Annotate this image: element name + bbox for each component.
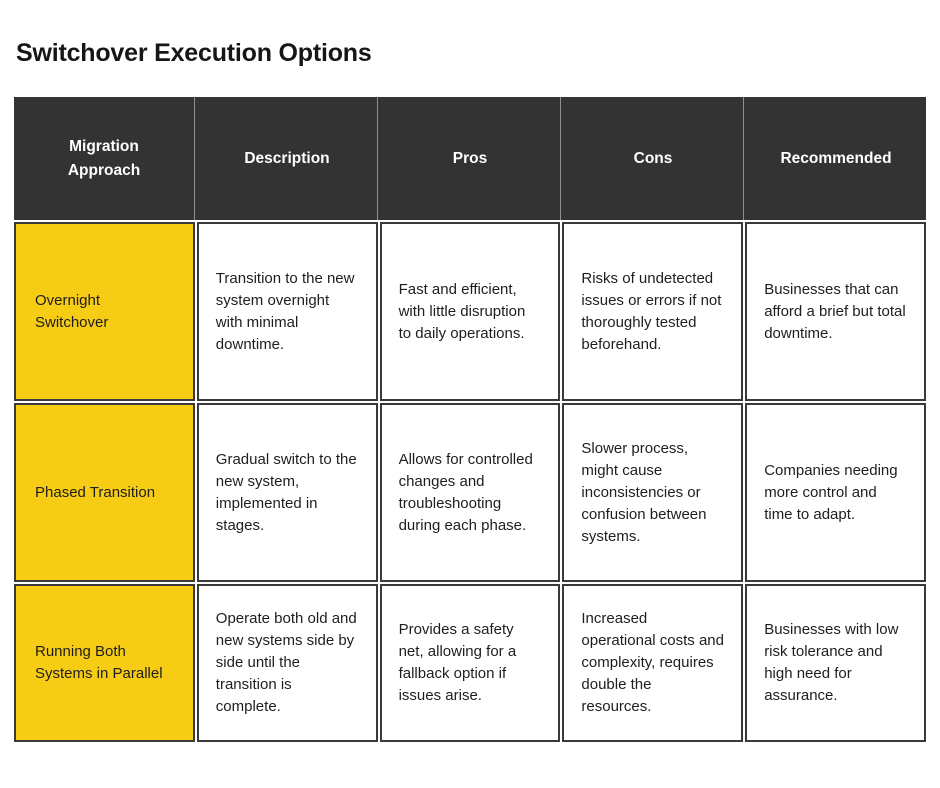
header-cell-recommended: Recommended	[780, 149, 892, 167]
description-cell: Gradual switch to the new system, implem…	[196, 403, 378, 582]
recommended-cell: Businesses with low risk tolerance and h…	[745, 584, 926, 742]
description-cell: Transition to the new system overnight w…	[196, 222, 378, 401]
table-header-row: Migration Approach Description Pros Cons…	[14, 97, 926, 220]
header-cell-description: Description	[197, 97, 378, 220]
description-cell: Operate both old and new systems side by…	[196, 584, 378, 742]
pros-cell: Provides a safety net, allowing for a fa…	[379, 584, 561, 742]
header-cell-migration-approach: Migration Approach	[14, 97, 195, 220]
comparison-table: Migration Approach Description Pros Cons…	[14, 97, 926, 742]
cons-cell: Risks of undetected issues or errors if …	[562, 222, 744, 401]
header-cell-pros: Pros	[380, 97, 561, 220]
approach-cell: Phased Transition	[14, 403, 195, 582]
recommended-cell: Companies needing more control and time …	[745, 403, 926, 582]
pros-cell: Fast and efficient, with little disrupti…	[379, 222, 561, 401]
page-title: Switchover Execution Options	[16, 39, 372, 67]
cons-cell: Increased operational costs and complexi…	[562, 584, 744, 742]
cons-cell: Slower process, might cause inconsistenc…	[562, 403, 744, 582]
recommended-cell: Businesses that can afford a brief but t…	[745, 222, 926, 401]
approach-cell: Overnight Switchover	[14, 222, 195, 401]
pros-cell: Allows for controlled changes and troubl…	[379, 403, 561, 582]
header-cell-cons: Cons	[563, 97, 744, 220]
approach-cell: Running Both Systems in Parallel	[14, 584, 195, 742]
